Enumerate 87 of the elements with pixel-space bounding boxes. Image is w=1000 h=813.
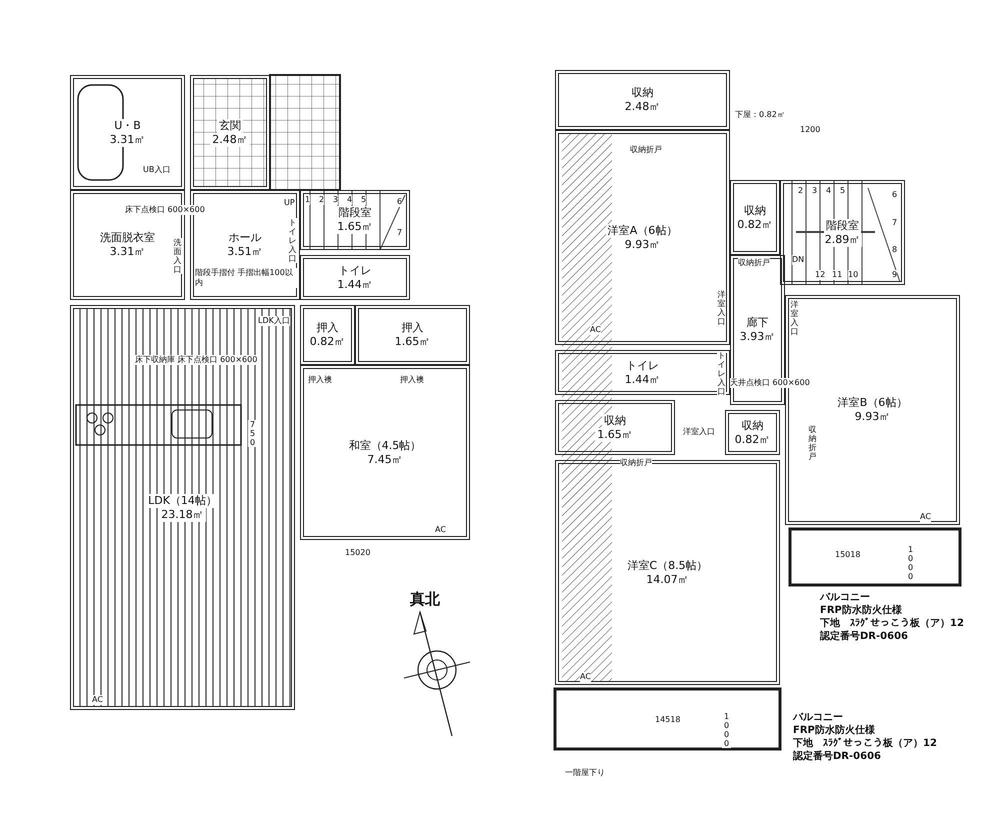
- stair-step-number: 1: [305, 195, 310, 205]
- door-label: トイレ入口: [717, 351, 726, 396]
- room-name: 押入: [400, 321, 426, 335]
- room-name: 押入: [314, 321, 340, 335]
- dimension-label: 15020: [345, 548, 370, 558]
- stair-step-number: 6: [892, 190, 898, 200]
- room-outline: [70, 75, 185, 190]
- balcony-note: 認定番号DR-0606: [820, 631, 908, 643]
- room-outline: [555, 460, 780, 685]
- room-name: 階段室: [336, 206, 374, 220]
- room-name: U・B: [112, 118, 143, 132]
- room-outline: [730, 180, 780, 255]
- dimension-label: 1000: [906, 545, 915, 581]
- floor-area-label: 2.48㎡: [210, 132, 250, 146]
- stair-step-number: 11: [832, 270, 842, 280]
- ac-label: AC: [435, 525, 446, 535]
- door-label: 収納折戸: [630, 145, 662, 155]
- room-name: 収納: [602, 414, 628, 428]
- sliding-door-label: 押入襖: [308, 375, 332, 385]
- balcony-note: FRP防水防火仕様: [820, 605, 902, 617]
- door-label: 洋室入口: [683, 427, 715, 437]
- stair-step-number: 12: [815, 270, 826, 280]
- balcony-note: 認定番号DR-0606: [793, 751, 881, 763]
- balcony-note: バルコニー: [820, 592, 870, 604]
- room-outline: [300, 255, 410, 300]
- stair-direction-label: UP: [284, 198, 295, 208]
- stair-step-number: 3: [812, 186, 818, 196]
- ceiling-hatch-note: 天井点検口 600×600: [730, 378, 810, 388]
- stair-step-number: 6: [397, 197, 402, 207]
- ac-label: AC: [580, 672, 591, 682]
- dimension-label: 1000: [722, 712, 731, 748]
- stair-step-number: 8: [892, 245, 898, 255]
- stair-step-number: 5: [840, 186, 846, 196]
- storage-hatch-note: 床下収納庫 床下点検口 600×600: [135, 355, 258, 365]
- room-name: ホール: [226, 231, 264, 245]
- door-label: 収納折戸: [620, 458, 652, 468]
- door-label: 洋室入口: [790, 300, 799, 336]
- ac-label: AC: [590, 325, 601, 335]
- dimension-label: 15018: [835, 550, 860, 560]
- stair-step-number: 3: [333, 195, 338, 205]
- stair-step-number: 9: [892, 270, 898, 280]
- floor-area-label: 2.89㎡: [822, 232, 862, 246]
- room-name: 収納: [630, 86, 656, 100]
- dimension-label: 1200: [800, 125, 820, 135]
- door-label: 洗面入口: [173, 238, 182, 274]
- room-outline: [355, 305, 470, 365]
- room-outline: [555, 70, 730, 130]
- room-outline: [190, 75, 270, 190]
- stair-direction-label: DN: [792, 255, 804, 265]
- stair-step-number: 2: [798, 186, 804, 196]
- stair-step-number: 7: [397, 228, 402, 238]
- balcony-note: FRP防水防火仕様: [793, 725, 875, 737]
- floor-area-label: 23.18㎡: [159, 508, 206, 522]
- stair-step-number: 2: [319, 195, 324, 205]
- stair-step-number: 7: [892, 218, 898, 228]
- plan-note: 一階屋下り: [565, 768, 605, 778]
- door-label: UB入口: [143, 165, 170, 175]
- balcony-note: バルコニー: [793, 712, 843, 724]
- door-label: トイレ入口: [288, 218, 297, 263]
- room-name: 洗面脱衣室: [98, 231, 157, 245]
- room-name: 廊下: [744, 316, 770, 330]
- floor-hatch-note: 床下点検口 600×600: [125, 205, 205, 215]
- dimension-label: 750: [248, 420, 257, 447]
- stair-step-number: 5: [361, 195, 366, 205]
- balcony-note: 下地 ｽﾗｸﾞせっこう板（ア）12: [820, 618, 964, 630]
- roof-area-note: 下屋：0.82㎡: [735, 110, 785, 120]
- sliding-door-label: 押入襖: [400, 375, 424, 385]
- room-name: 階段室: [824, 218, 861, 232]
- stair-step-number: 4: [826, 186, 832, 196]
- room-name: 収納: [742, 204, 768, 218]
- dimension-label: 14518: [655, 715, 680, 725]
- ac-label: AC: [920, 512, 931, 522]
- compass-label: 真北: [410, 590, 440, 608]
- room-name: 収納: [740, 418, 766, 432]
- ac-label: AC: [92, 695, 103, 705]
- door-label: 洋室入口: [717, 290, 726, 326]
- room-outline: [555, 400, 675, 455]
- door-label: 収納折戸: [738, 258, 770, 268]
- room-name: 玄関: [217, 118, 243, 132]
- door-label: 収納折戸: [808, 425, 817, 461]
- room-outline: [300, 305, 355, 365]
- door-label: LDK入口: [258, 316, 290, 326]
- handrail-note: 階段手摺付 手摺出幅100以内: [195, 268, 299, 288]
- stair-step-number: 10: [848, 270, 858, 280]
- balcony-note: 下地 ｽﾗｸﾞせっこう板（ア）12: [793, 738, 937, 750]
- stair-step-number: 4: [347, 195, 352, 205]
- room-outline: [725, 410, 780, 455]
